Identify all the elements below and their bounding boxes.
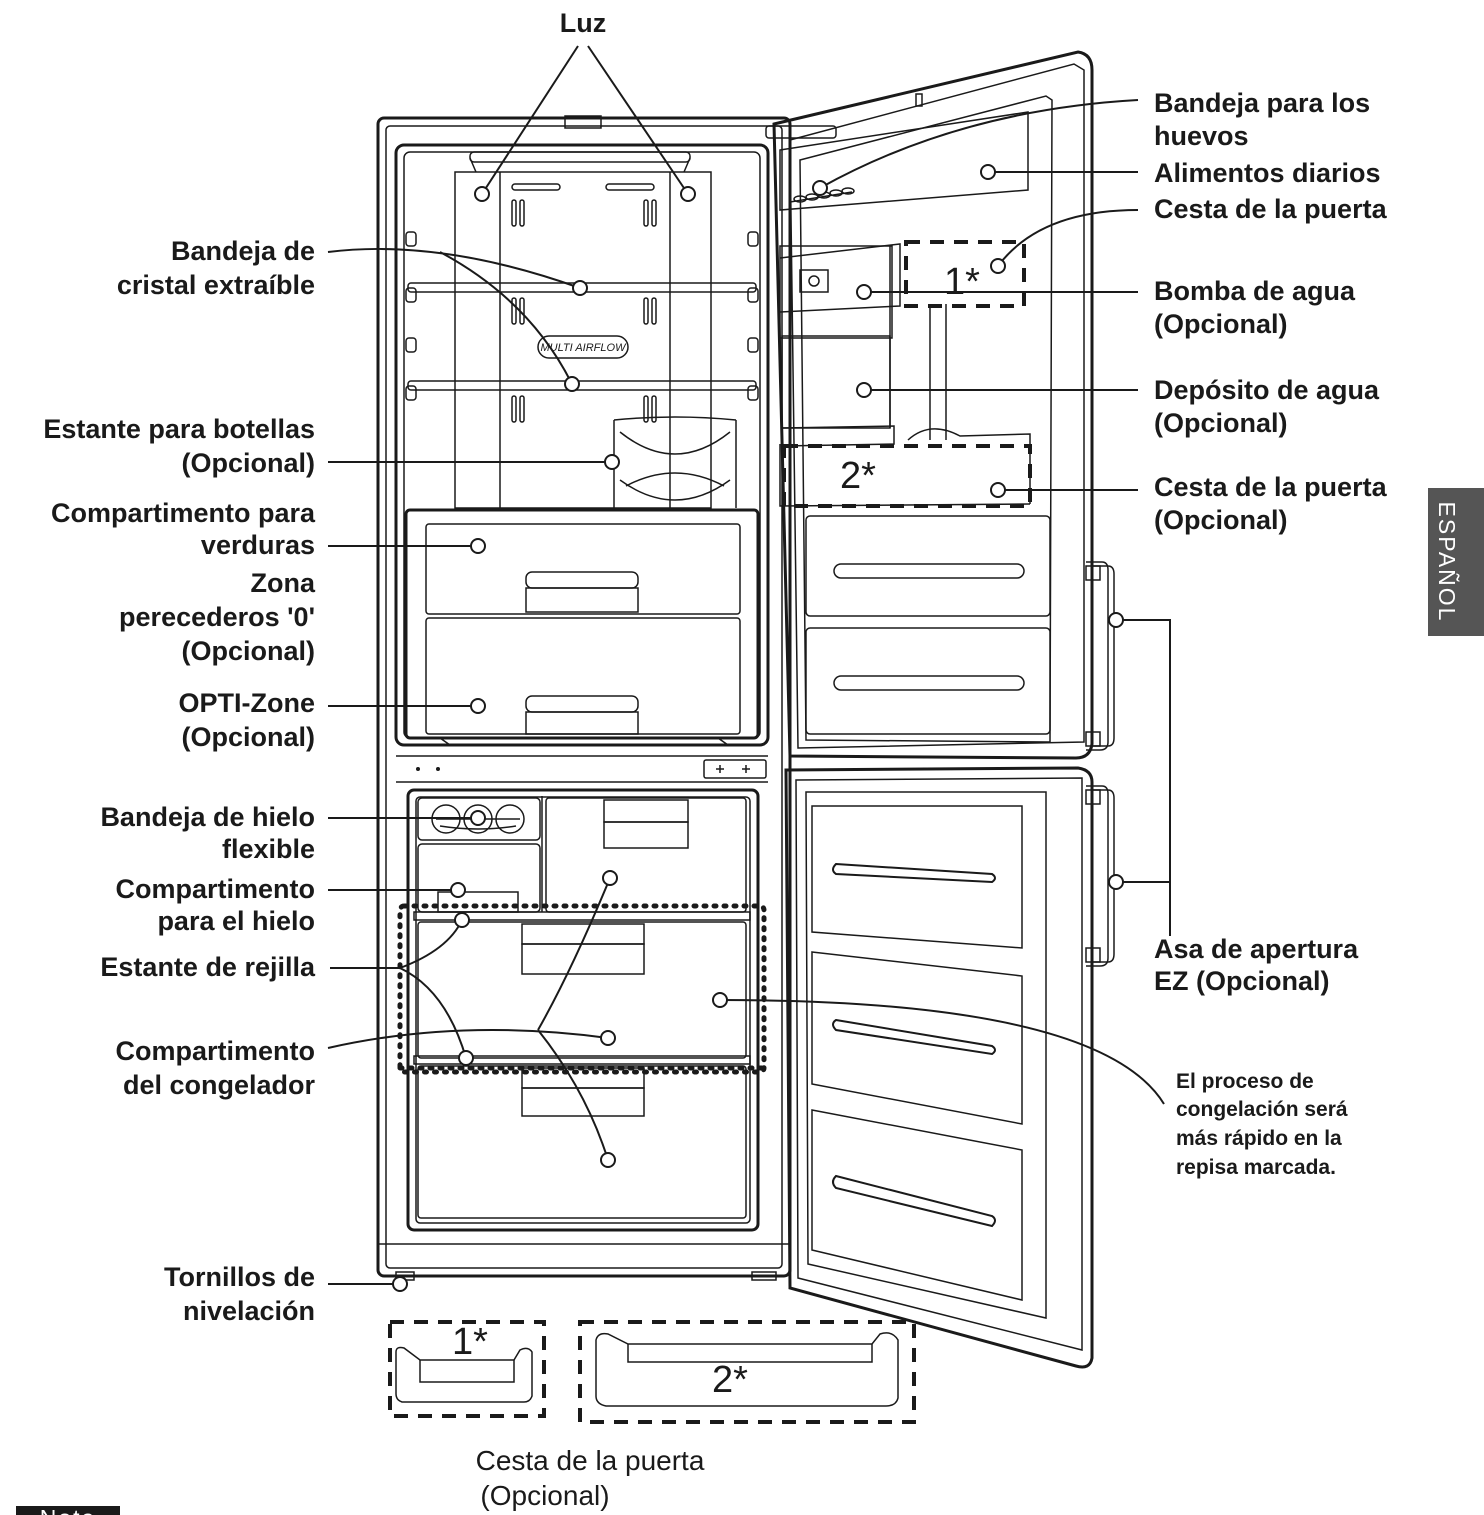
label-congelador-1: Compartimento <box>115 1036 315 1066</box>
label-asa-apertura-2: EZ (Opcional) <box>1154 966 1330 996</box>
label-cesta-puerta-b-2: (Opcional) <box>1154 505 1288 535</box>
note-tab: Nota <box>16 1505 120 1515</box>
caption-cesta-2: (Opcional) <box>480 1480 609 1511</box>
marker-1-door: 1* <box>944 261 980 303</box>
label-cesta-puerta-b-1: Cesta de la puerta <box>1154 472 1388 502</box>
label-asa-apertura-1: Asa de apertura <box>1154 934 1359 964</box>
label-luz: Luz <box>560 8 607 38</box>
label-bandeja-hielo-1: Bandeja de hielo <box>100 802 315 832</box>
label-bandeja-hielo-2: flexible <box>222 834 315 864</box>
note-line-4: repisa marcada. <box>1176 1156 1336 1179</box>
label-perecederos-3: (Opcional) <box>182 636 316 666</box>
label-tornillos-1: Tornillos de <box>164 1262 315 1292</box>
fridge-door: 1* 2* <box>765 50 1115 760</box>
freezer-door <box>784 766 1115 1369</box>
label-bandeja-huevos-1: Bandeja para los <box>1154 88 1370 118</box>
note-line-2: congelación será <box>1176 1098 1348 1121</box>
note-tab-label: Nota <box>40 1505 97 1515</box>
label-perecederos-1: Zona <box>251 568 316 598</box>
label-bomba-agua-1: Bomba de agua <box>1154 276 1356 306</box>
caption-cesta-1: Cesta de la puerta <box>476 1445 705 1476</box>
marker-2-door: 2* <box>840 455 876 497</box>
left-labels: Bandeja de cristal extraíble Estante par… <box>43 236 316 1326</box>
label-bandeja-cristal-2: cristal extraíble <box>117 270 315 300</box>
label-deposito-agua-1: Depósito de agua <box>1154 375 1380 405</box>
label-estante-rejilla: Estante de rejilla <box>100 952 316 982</box>
right-labels: Bandeja para los huevos Alimentos diario… <box>1154 88 1388 1179</box>
label-verduras-2: verduras <box>201 530 315 560</box>
label-bandeja-cristal-1: Bandeja de <box>171 236 315 266</box>
note-line-3: más rápido en la <box>1176 1127 1342 1150</box>
label-cesta-puerta-a: Cesta de la puerta <box>1154 194 1388 224</box>
multi-airflow-badge: MULTI AIRFLOW <box>541 342 628 354</box>
label-compartimento-hielo-2: para el hielo <box>157 906 315 936</box>
marker-1-basket: 1* <box>452 1321 488 1363</box>
label-deposito-agua-2: (Opcional) <box>1154 408 1288 438</box>
label-bandeja-huevos-2: huevos <box>1154 121 1249 151</box>
label-compartimento-hielo-1: Compartimento <box>115 874 315 904</box>
label-tornillos-2: nivelación <box>183 1296 315 1326</box>
label-verduras-1: Compartimento para <box>51 498 316 528</box>
leader-lines <box>327 45 1171 1285</box>
callout-points <box>392 164 1124 1292</box>
label-opti-zone-2: (Opcional) <box>182 722 316 752</box>
label-congelador-2: del congelador <box>123 1070 316 1100</box>
language-tab-label: ESPAÑOL <box>1434 502 1460 623</box>
note-line-1: El proceso de <box>1176 1070 1314 1093</box>
label-opti-zone-1: OPTI-Zone <box>179 688 316 718</box>
label-alimentos-diarios: Alimentos diarios <box>1154 158 1381 188</box>
door-basket-options: 1* 2* <box>388 1320 916 1424</box>
marker-2-basket: 2* <box>712 1359 748 1401</box>
label-estante-botellas-1: Estante para botellas <box>43 414 315 444</box>
label-perecederos-2: perecederos '0' <box>119 602 315 632</box>
label-estante-botellas-2: (Opcional) <box>182 448 316 478</box>
language-tab: ESPAÑOL <box>1428 488 1484 636</box>
label-bomba-agua-2: (Opcional) <box>1154 309 1288 339</box>
